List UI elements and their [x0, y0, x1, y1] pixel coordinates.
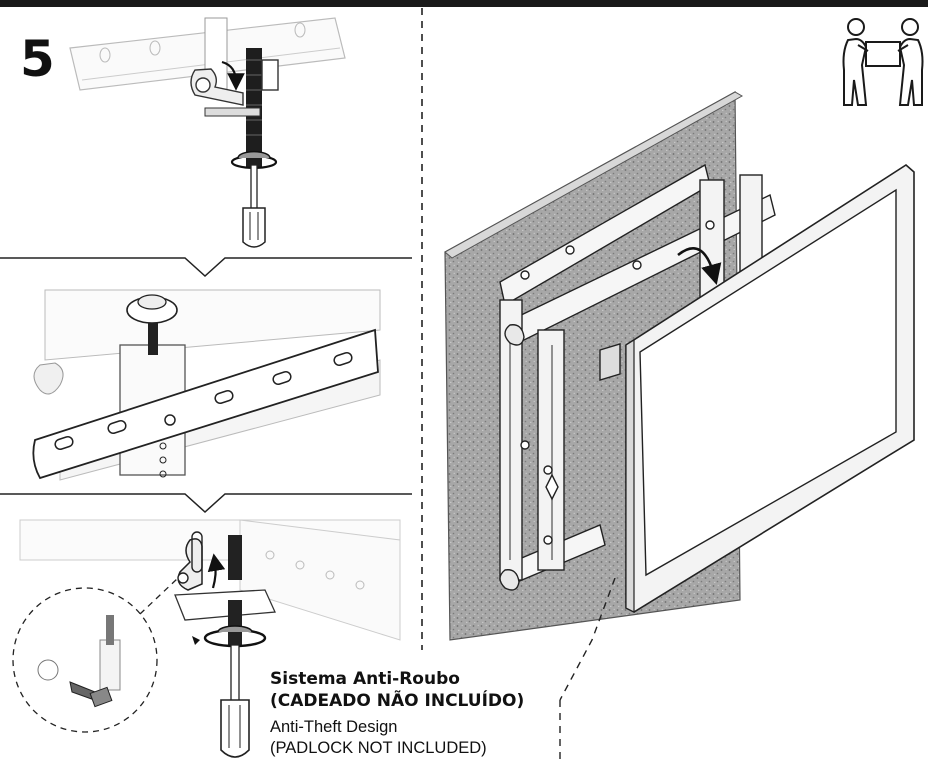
wall-mount-scene [444, 90, 915, 765]
caption-pt-line1: Sistema Anti-Roubo [270, 669, 460, 689]
step-number: 5 [20, 30, 55, 88]
detail-panel-1 [69, 17, 346, 248]
wall-bracket [499, 163, 776, 591]
detail-panel-2 [32, 289, 381, 481]
screwdriver-icon [242, 164, 266, 248]
locking-knob-icon [126, 294, 178, 324]
caption-pt-line2: (CADEADO NÃO INCLUÍDO) [270, 691, 525, 711]
caption-en-line1: Anti-Theft Design [270, 718, 398, 736]
detail-panel-3 [12, 519, 401, 758]
anti-theft-caption: Sistema Anti-Roubo (CADEADO NÃO INCLUÍDO… [270, 668, 524, 759]
panel-divider-2 [0, 493, 412, 514]
two-person-lift-icon [842, 18, 924, 106]
padlock-detail-inset [12, 577, 179, 733]
tv-screen [625, 164, 915, 613]
top-border-bar [0, 0, 928, 7]
screwdriver-icon [220, 644, 250, 758]
caption-en-line2: (PADLOCK NOT INCLUDED) [270, 739, 487, 757]
panel-divider-1 [0, 257, 412, 278]
rotate-arrow-icon [677, 247, 722, 286]
